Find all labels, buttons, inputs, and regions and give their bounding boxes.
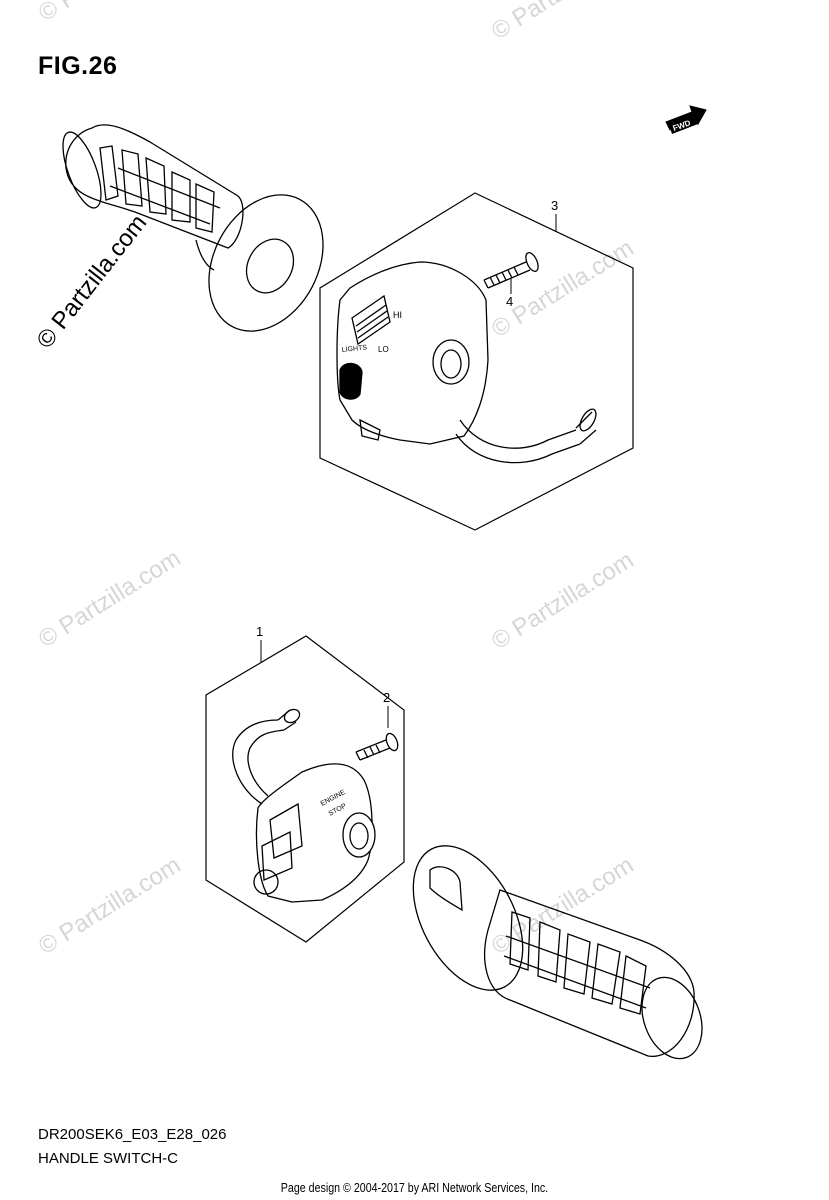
left-handlebar-grip [62, 124, 324, 332]
callout-label: 4 [506, 294, 513, 309]
section-name: HANDLE SWITCH-C [38, 1150, 179, 1167]
switch-box-1 [205, 635, 405, 943]
callout-label: 2 [383, 690, 390, 705]
callout-label: 1 [256, 624, 263, 639]
watermark: © Partzilla.com [487, 234, 638, 343]
screw-2 [355, 732, 399, 761]
watermark: © Partzilla.com [487, 0, 638, 45]
callout-2: 2 [383, 690, 390, 728]
watermark: © Partzilla.com [487, 851, 638, 960]
fwd-arrow-icon: FWD [665, 105, 707, 134]
screw-4 [483, 251, 539, 289]
handle-switch-upper [336, 261, 597, 464]
page-credit: Page design © 2004-2017 by ARI Network S… [280, 1180, 549, 1195]
watermark: © Partzilla.com [34, 0, 185, 27]
handle-switch-lower [232, 708, 376, 903]
model-code: DR200SEK6_E03_E28_026 [38, 1126, 227, 1143]
watermark: © Partzilla.com [487, 546, 638, 655]
watermark: © Partzilla.com [34, 544, 185, 653]
right-handlebar-grip [412, 845, 703, 1060]
switch-label-hi: HI [393, 310, 402, 320]
callout-3: 3 [551, 198, 558, 232]
switch-label-lights: LIGHTS [341, 344, 367, 354]
figure-title: FIG.26 [38, 52, 118, 80]
callout-label: 3 [551, 198, 558, 213]
watermark-dark: © Partzilla.com [31, 210, 152, 354]
switch-label-lo: LO [378, 345, 389, 354]
watermark: © Partzilla.com [34, 851, 185, 960]
callout-1: 1 [256, 624, 263, 662]
switch-label-stop: STOP [328, 803, 348, 818]
watermarks: © Partzilla.com © Partzilla.com © Partzi… [34, 0, 638, 960]
switch-box-3 [319, 192, 634, 531]
callout-4: 4 [506, 278, 513, 309]
